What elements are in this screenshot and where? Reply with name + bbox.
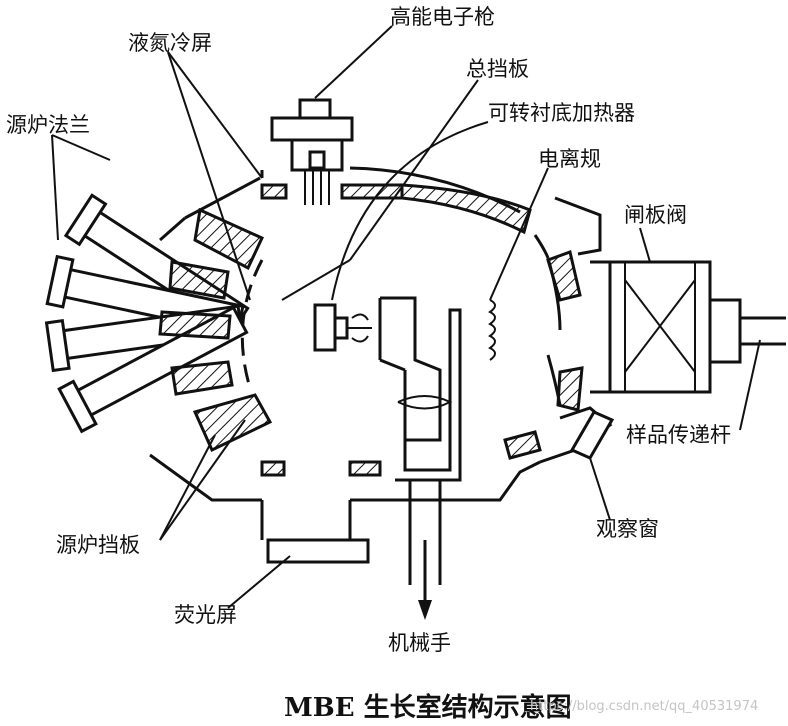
viewport <box>503 406 615 464</box>
label-main-shutter: 总挡板 <box>466 57 529 81</box>
manipulator-body <box>378 296 462 620</box>
label-transfer-rod: 样品传递杆 <box>626 423 731 447</box>
ln2-shroud <box>240 259 264 389</box>
labels: 高能电子枪 液氮冷屏 总挡板 源炉法兰 可转衬底加热器 电离规 闸板阀 样品传递… <box>6 5 758 723</box>
label-ln2-shroud: 液氮冷屏 <box>128 31 212 55</box>
label-source-flange: 源炉法兰 <box>6 113 90 137</box>
label-manipulator: 机械手 <box>388 631 451 655</box>
fluorescent-screen <box>260 500 370 564</box>
main-shutter <box>260 183 532 235</box>
label-source-shutter: 源炉挡板 <box>56 533 140 557</box>
diagram-caption: MBE 生长室结构示意图 <box>284 692 572 723</box>
electron-gun <box>270 98 354 205</box>
label-electron-gun: 高能电子枪 <box>390 5 495 29</box>
ln2-shroud-blocks <box>158 207 273 453</box>
label-gate-valve: 闸板阀 <box>624 203 687 227</box>
ion-gauge-coil <box>488 299 496 361</box>
label-rotating-heater: 可转衬底加热器 <box>488 101 635 125</box>
label-fluorescent-screen: 荧光屏 <box>174 603 237 627</box>
leader-lines <box>51 25 761 609</box>
watermark: https://blog.csdn.net/qq_40531974 <box>530 699 758 714</box>
source-furnaces <box>44 193 250 434</box>
gate-valve <box>546 196 786 412</box>
source-shutters <box>260 460 382 477</box>
label-ion-gauge: 电离规 <box>538 147 601 171</box>
substrate-heater <box>313 303 372 352</box>
label-viewport: 观察窗 <box>596 517 659 541</box>
